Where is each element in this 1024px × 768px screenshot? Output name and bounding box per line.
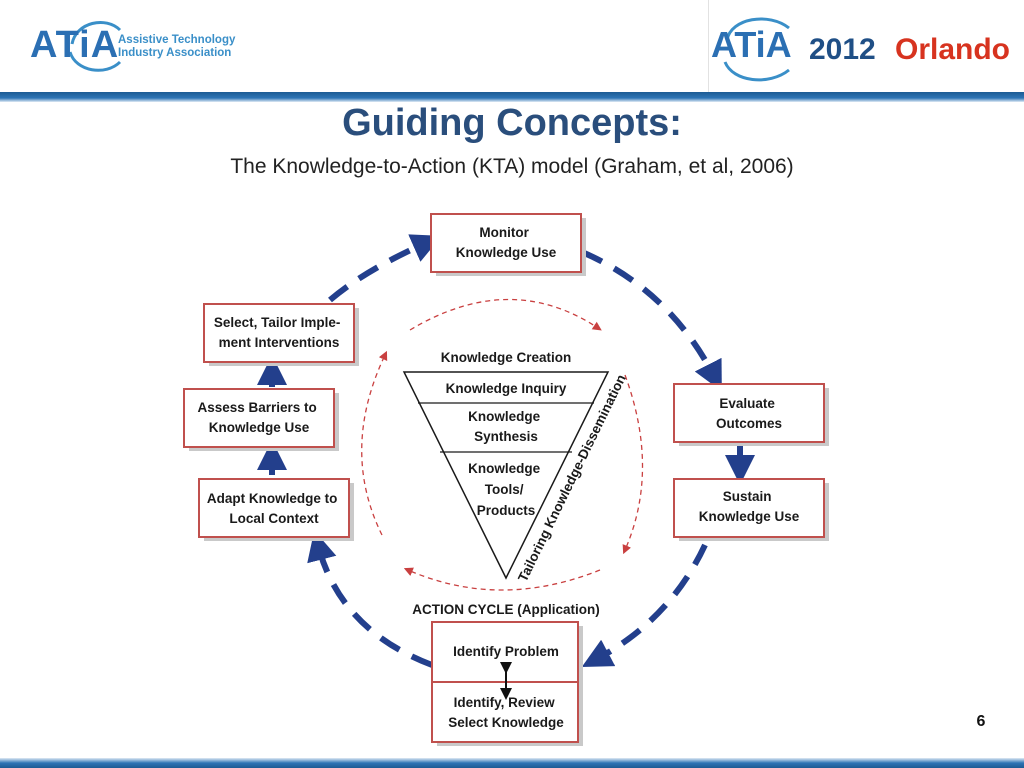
logo-line-2: Industry Association: [118, 47, 232, 59]
svg-text:Evaluate Outcomes: Evaluate Outcomes: [716, 396, 782, 431]
funnel-tools: Knowledge Tools/ Products: [468, 461, 544, 518]
box-sustain: Sustain Knowledge Use: [673, 478, 829, 541]
kta-diagram: Knowledge Creation Knowledge Inquiry Kno…: [183, 213, 829, 746]
inner-arrow-left: [361, 350, 388, 536]
page-number: 6: [976, 713, 986, 730]
logo-line-1: Assistive Technology: [118, 34, 236, 46]
event-swoosh-icon: [723, 17, 790, 82]
inner-cycle-arrows: [361, 298, 644, 591]
logo-subtitle: Assistive Technology Industry Associatio…: [118, 34, 258, 60]
box-monitor: Monitor Knowledge Use: [430, 213, 586, 276]
box-evaluate: Evaluate Outcomes: [673, 383, 829, 446]
logo-swoosh-icon: [68, 21, 122, 72]
slide-subtitle: The Knowledge-to-Action (KTA) model (Gra…: [230, 155, 794, 178]
funnel-inquiry: Knowledge Inquiry: [446, 381, 567, 396]
cycle-arrow-identify-to-adapt: [307, 530, 434, 668]
atia-logo: ATiA Assistive Technology Industry Assoc…: [30, 14, 250, 78]
header-divider: [0, 92, 1024, 102]
box-identify: Identify Problem Identify, Review Select…: [431, 621, 583, 746]
footer-divider: [0, 758, 1024, 768]
logo-word: ATiA: [30, 24, 120, 66]
event-year: 2012: [809, 33, 876, 66]
box-assess: Assess Barriers to Knowledge Use: [183, 388, 339, 451]
box-select: Select, Tailor Imple- ment Interventions: [203, 303, 359, 366]
slide-title: Guiding Concepts:: [342, 102, 682, 144]
funnel-synthesis: Knowledge Synthesis: [468, 409, 544, 444]
svg-text:Select, Tailor Imple- me: Select, Tailor Imple- ment Interventions: [214, 315, 344, 350]
funnel-title: Knowledge Creation: [441, 350, 572, 365]
action-cycle-label: ACTION CYCLE (Application): [412, 602, 600, 617]
funnel-triangle: [402, 371, 610, 580]
svg-text:Adapt Knowledge to Local: Adapt Knowledge to Local Context: [207, 491, 341, 526]
svg-text:Monitor Knowledge Use: Monitor Knowledge Use: [456, 225, 557, 260]
inner-arrow-top: [409, 298, 602, 331]
box-adapt: Adapt Knowledge to Local Context: [198, 478, 354, 541]
event-logo-word: ATiA: [711, 24, 792, 65]
inner-arrow-bottom: [403, 567, 601, 591]
svg-text:Sustain Knowledge Use: Sustain Knowledge Use: [699, 489, 800, 524]
inner-arrow-right: [622, 374, 644, 555]
svg-text:Identify Problem: Identify Problem: [453, 644, 559, 659]
event-city: Orlando: [895, 33, 1011, 66]
cycle-arrow-select-to-monitor: [328, 234, 442, 303]
svg-text:Identify, Review Select: Identify, Review Select Knowledge: [448, 695, 564, 730]
svg-text:Assess Barriers to Knowl: Assess Barriers to Knowledge Use: [197, 400, 320, 435]
event-logo: ATiA 2012 Orlando: [708, 0, 1024, 92]
cycle-arrow-sustain-to-identify: [581, 543, 708, 668]
knowledge-funnel: Knowledge Creation Knowledge Inquiry Kno…: [402, 350, 629, 584]
action-cycle-arrows: [257, 234, 755, 668]
cycle-arrow-monitor-to-evaluate: [580, 249, 722, 392]
